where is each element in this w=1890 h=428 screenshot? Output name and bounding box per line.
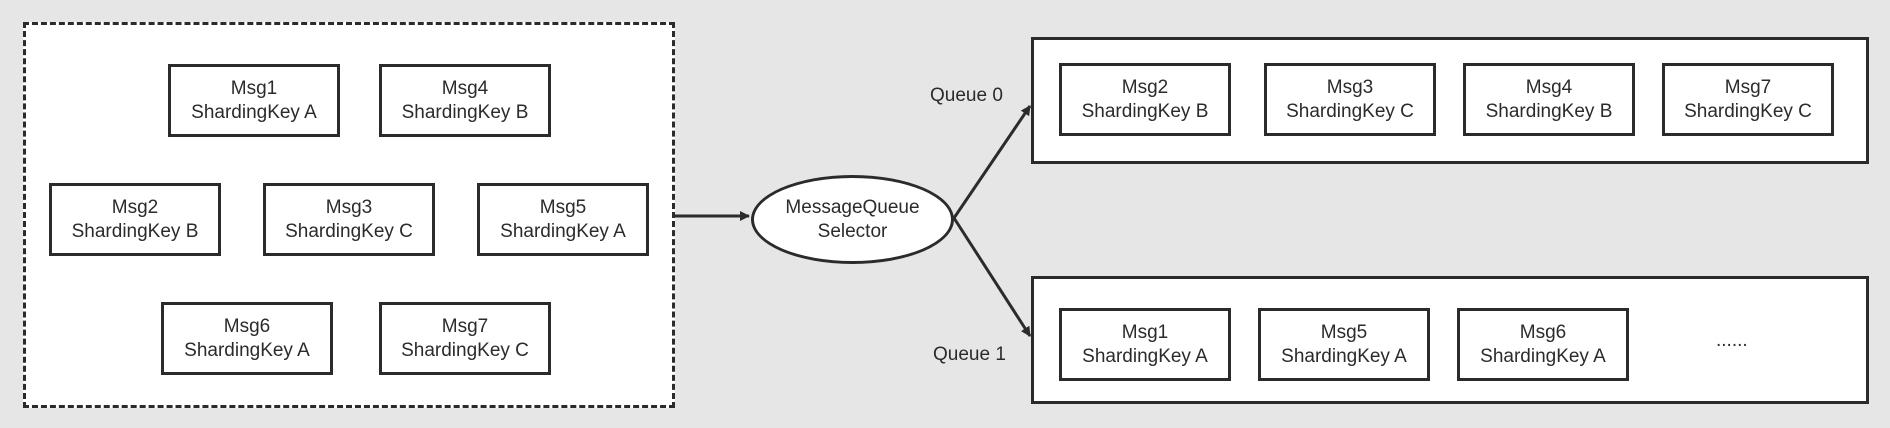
queue-1-message: Msg6 ShardingKey A (1457, 308, 1629, 381)
queue-1-message: Msg5 ShardingKey A (1258, 308, 1430, 381)
queue-0-message: Msg3 ShardingKey C (1264, 63, 1436, 136)
message-name: Msg4 (1525, 76, 1573, 98)
message-sharding-key: ShardingKey B (401, 101, 529, 123)
message-name: Msg1 (230, 77, 278, 99)
message-name: Msg3 (1326, 76, 1374, 98)
producer-message: Msg1 ShardingKey A (168, 64, 340, 137)
message-name: Msg5 (539, 196, 587, 218)
message-name: Msg2 (1121, 76, 1169, 98)
more-messages-ellipsis: ...... (1716, 330, 1748, 351)
message-sharding-key: ShardingKey B (71, 220, 199, 242)
message-name: Msg1 (1121, 321, 1169, 343)
message-name: Msg4 (441, 77, 489, 99)
queue-0-message: Msg2 ShardingKey B (1059, 63, 1231, 136)
message-name: Msg7 (1724, 76, 1772, 98)
message-sharding-key: ShardingKey A (1082, 345, 1208, 367)
message-sharding-key: ShardingKey A (500, 220, 626, 242)
message-sharding-key: ShardingKey C (1286, 100, 1414, 122)
message-name: Msg7 (441, 315, 489, 337)
message-name: Msg5 (1320, 321, 1368, 343)
producer-message: Msg4 ShardingKey B (379, 64, 551, 137)
selector-label-line2: Selector (817, 220, 888, 242)
message-sharding-key: ShardingKey B (1485, 100, 1613, 122)
message-sharding-key: ShardingKey C (1684, 100, 1812, 122)
producer-message: Msg5 ShardingKey A (477, 183, 649, 256)
message-sharding-key: ShardingKey A (1281, 345, 1407, 367)
message-name: Msg6 (1519, 321, 1567, 343)
producer-message: Msg6 ShardingKey A (161, 302, 333, 375)
message-sharding-key: ShardingKey B (1081, 100, 1209, 122)
message-sharding-key: ShardingKey A (191, 101, 317, 123)
producer-message: Msg7 ShardingKey C (379, 302, 551, 375)
queue-0-label: Queue 0 (930, 85, 1003, 106)
queue-0-message: Msg7 ShardingKey C (1662, 63, 1834, 136)
producer-message: Msg3 ShardingKey C (263, 183, 435, 256)
queue-1-label: Queue 1 (933, 344, 1006, 365)
message-name: Msg2 (111, 196, 159, 218)
arrow-selector-to-queue-0 (952, 105, 1032, 219)
message-sharding-key: ShardingKey A (1480, 345, 1606, 367)
message-sharding-key: ShardingKey A (184, 339, 310, 361)
message-name: Msg6 (223, 315, 271, 337)
message-queue-selector: MessageQueue Selector (751, 175, 954, 264)
message-sharding-key: ShardingKey C (401, 339, 529, 361)
queue-0-message: Msg4 ShardingKey B (1463, 63, 1635, 136)
message-name: Msg3 (325, 196, 373, 218)
arrow-selector-to-queue-1 (952, 217, 1032, 337)
message-sharding-key: ShardingKey C (285, 220, 413, 242)
queue-1-message: Msg1 ShardingKey A (1059, 308, 1231, 381)
selector-label-line1: MessageQueue (785, 196, 920, 218)
producer-message: Msg2 ShardingKey B (49, 183, 221, 256)
